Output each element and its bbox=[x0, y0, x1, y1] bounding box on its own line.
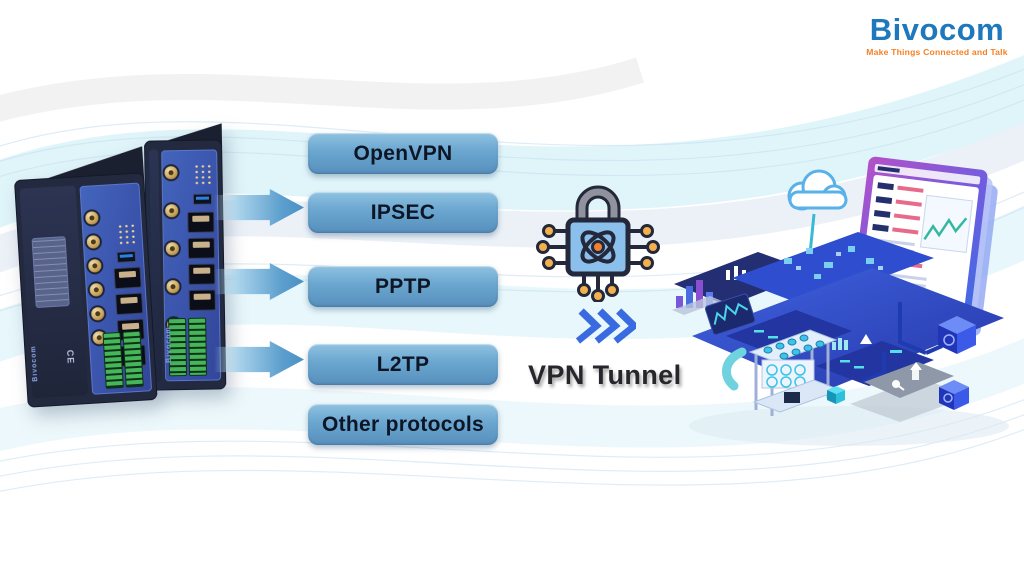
waveform-chart bbox=[704, 293, 756, 336]
network-node-cube bbox=[939, 380, 969, 410]
antenna-connector-icon bbox=[86, 235, 101, 249]
protocol-pill-openvpn: OpenVPN bbox=[308, 133, 498, 174]
protocol-label: PPTP bbox=[374, 274, 432, 298]
usb-port bbox=[116, 250, 137, 264]
antenna-connector-icon bbox=[165, 242, 179, 256]
protocol-pill-ipsec: IPSEC bbox=[308, 192, 498, 233]
router-brand-label: Bivocom bbox=[165, 326, 173, 363]
ethernet-port bbox=[113, 266, 142, 290]
triple-chevron-right-icon bbox=[574, 306, 640, 351]
antenna-connector-icon bbox=[166, 280, 180, 294]
terminal-block bbox=[188, 317, 208, 376]
router-side-panel: CE Bivocom bbox=[19, 185, 89, 399]
brand-tagline: Make Things Connected and Talk bbox=[866, 47, 1008, 57]
server-rack bbox=[748, 329, 842, 416]
antenna-connector-icon bbox=[85, 211, 99, 225]
router-brand-label: Bivocom bbox=[30, 344, 40, 382]
antenna-connector-icon bbox=[165, 204, 179, 218]
ethernet-port bbox=[187, 237, 216, 259]
cloud-platform-illustration bbox=[672, 156, 1009, 446]
router-body: CE Bivocom bbox=[13, 172, 158, 408]
bar-chart bbox=[672, 280, 722, 315]
spec-label-sticker bbox=[31, 236, 70, 308]
router-front-panel: Bivocom bbox=[161, 149, 222, 382]
usb-port bbox=[192, 193, 213, 205]
terminal-block bbox=[122, 330, 144, 388]
protocol-label: OpenVPN bbox=[353, 141, 453, 165]
window-line-chart bbox=[919, 194, 974, 254]
antenna-connector-icon bbox=[164, 166, 178, 180]
illustration-shadow bbox=[689, 406, 1009, 446]
ethernet-port bbox=[187, 211, 215, 233]
terminal-block bbox=[102, 331, 124, 389]
protocol-label: L2TP bbox=[376, 352, 430, 376]
bivocom-logo: Bivocom Make Things Connected and Talk bbox=[862, 14, 1012, 57]
ce-mark: CE bbox=[65, 349, 77, 365]
antenna-connector-icon bbox=[87, 258, 102, 273]
ethernet-port bbox=[188, 263, 216, 285]
protocol-pill-l2tp: L2TP bbox=[308, 344, 498, 385]
router-body: Bivocom bbox=[143, 139, 227, 391]
antenna-connector-icon bbox=[90, 306, 105, 321]
router-front-panel bbox=[79, 182, 153, 395]
protocol-pill-pptp: PPTP bbox=[308, 266, 498, 307]
brand-name: Bivocom bbox=[869, 12, 1005, 47]
ethernet-port bbox=[115, 292, 144, 316]
network-connector-lines bbox=[861, 302, 943, 384]
led-indicators bbox=[193, 163, 213, 186]
protocol-pill-other: Other protocols bbox=[308, 404, 498, 445]
small-cyan-cube bbox=[827, 386, 845, 404]
cable-pipe bbox=[722, 347, 747, 391]
antenna-connector-icon bbox=[89, 282, 104, 297]
protocol-label: IPSEC bbox=[370, 200, 436, 224]
cloud-icon bbox=[787, 169, 848, 265]
network-node-cube bbox=[938, 316, 976, 354]
router-device-front: CE Bivocom bbox=[12, 146, 158, 408]
vpn-tunnel-label: VPN Tunnel bbox=[528, 360, 682, 390]
led-indicators bbox=[116, 222, 138, 246]
ethernet-port bbox=[188, 289, 216, 311]
protocol-label: Other protocols bbox=[321, 412, 484, 436]
encryption-lock-icon bbox=[536, 168, 660, 307]
router-device-back: Bivocom bbox=[143, 123, 227, 391]
